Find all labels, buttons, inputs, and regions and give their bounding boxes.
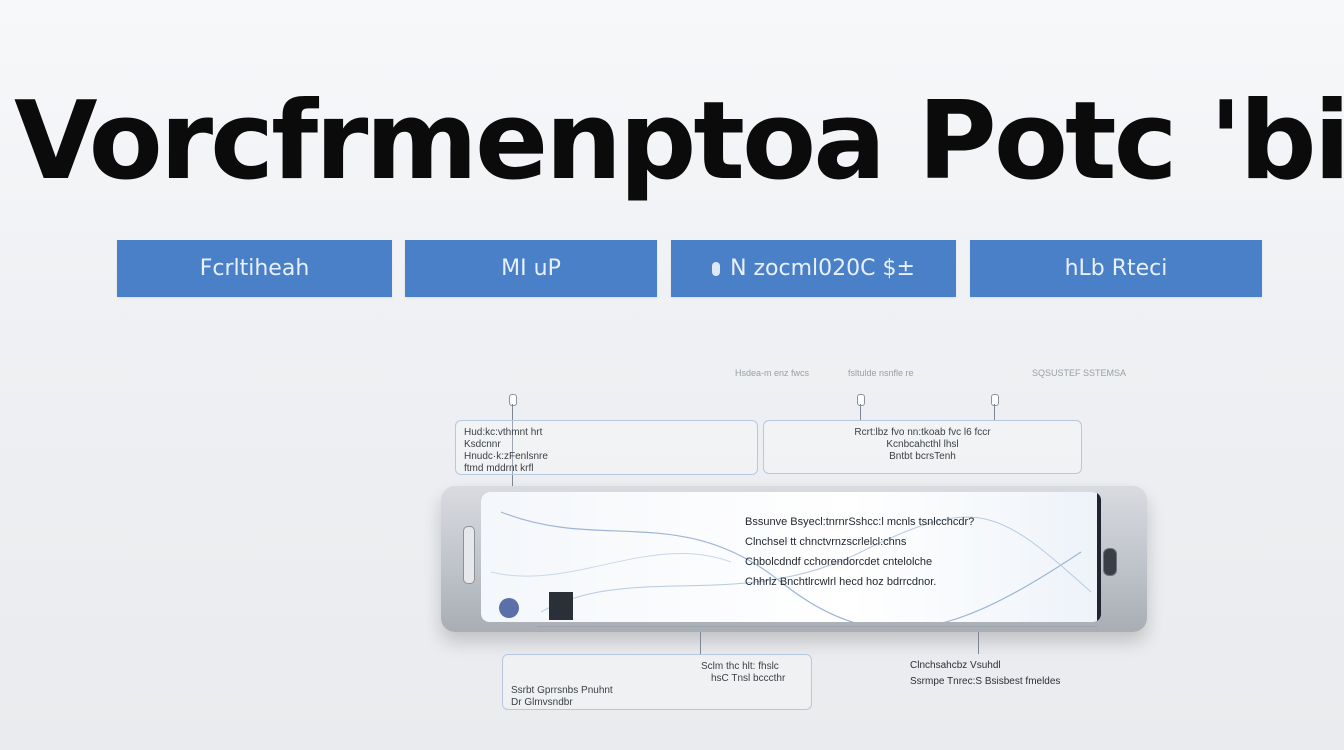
pin-icon [991, 394, 999, 406]
leader-line [512, 404, 513, 486]
page-title: Vorcfrmenptoa Potc 'bicr [14, 82, 1344, 202]
tab-4-label: hLb Rteci [1064, 256, 1168, 281]
faint-note: fsltulde nsnfle re [848, 368, 914, 378]
callout-box: Sclm thc hlt: fhslc hsC Tnsl bcccthr Ssr… [502, 654, 812, 710]
app-icon [499, 598, 519, 618]
tab-4[interactable]: hLb Rteci [970, 240, 1262, 297]
caption-text: Clnchsahcbz Vsuhdl [910, 660, 1001, 671]
leader-line [860, 404, 861, 420]
leader-line [700, 632, 701, 654]
caption-text: Ssrmpe Tnrec:S Bsisbest fmeldes [910, 676, 1061, 687]
leader-line [978, 632, 979, 654]
phone-screen: Bssunve Bsyecl:tnrnrSshcc:l mcnls tsnlcc… [481, 492, 1101, 622]
pin-icon [857, 394, 865, 406]
faint-note: SQSUSTEF SSTEMSA [1032, 368, 1127, 378]
phone-display: Bssunve Bsyecl:tnrnrSshcc:l mcnls tsnlcc… [481, 492, 1097, 622]
volume-button [463, 526, 475, 584]
screen-text: Bssunve Bsyecl:tnrnrSshcc:l mcnls tsnlcc… [745, 516, 975, 588]
pin-icon [509, 394, 517, 406]
map-lines [490, 511, 1092, 622]
tab-3[interactable]: N zocml020C $± [671, 240, 956, 297]
callout-box: Hud:kc:vthmnt hrt Ksdcnnr Hnudc·k:zFenls… [455, 420, 758, 475]
leader-line [994, 404, 995, 420]
tab-2[interactable]: MI uP [405, 240, 657, 297]
tab-2-label: MI uP [501, 256, 561, 281]
tab-1[interactable]: Fcrltiheah [117, 240, 392, 297]
tab-1-label: Fcrltiheah [199, 256, 310, 281]
tab-3-label: N zocml020C $± [730, 256, 915, 281]
home-button [1103, 548, 1117, 576]
callout-box: Rcrt:lbz fvo nn:tkoab fvc l6 fccr Kcnbca… [763, 420, 1082, 474]
phone-edge [537, 626, 1097, 631]
faint-note: Hsdea-m enz fwcs [735, 368, 810, 378]
phone-device: Bssunve Bsyecl:tnrnrSshcc:l mcnls tsnlcc… [441, 486, 1147, 632]
card-icon [549, 592, 573, 620]
pin-icon [712, 261, 721, 276]
